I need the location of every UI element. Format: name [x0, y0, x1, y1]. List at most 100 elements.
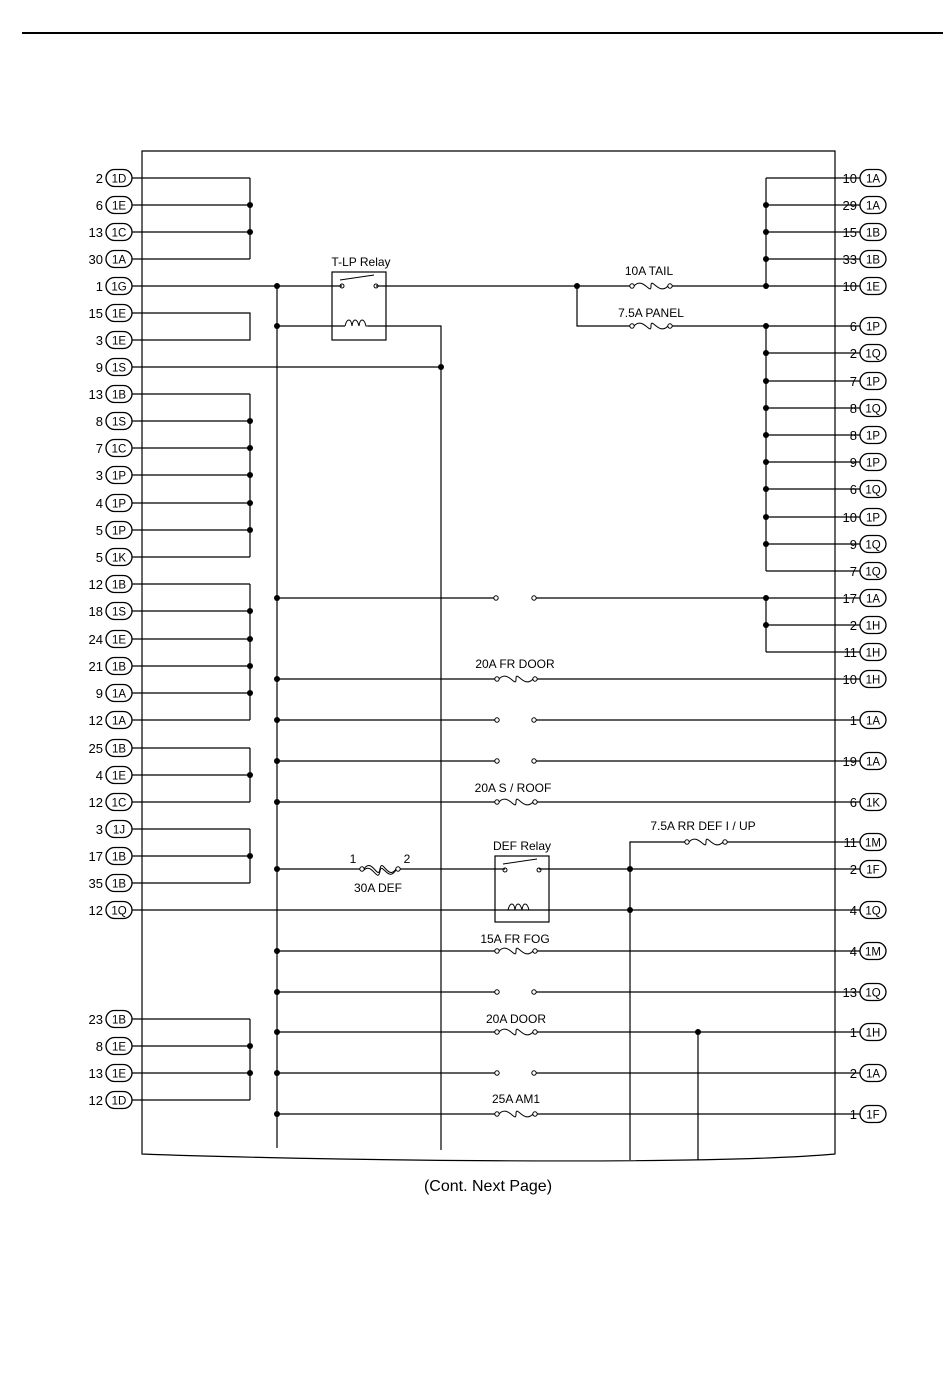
connector-oval — [859, 222, 887, 242]
pin-number: 19 — [843, 754, 857, 769]
connector-id: 1B — [112, 879, 126, 891]
connector-id: 1Q — [111, 906, 126, 918]
fuse-tail-icon — [629, 282, 673, 290]
connector-id: 1K — [866, 798, 880, 810]
connector-id: 1B — [112, 390, 126, 402]
fuse-def-pin1: 1 — [350, 852, 357, 866]
pin-number: 1 — [96, 279, 103, 294]
connector-id: 1S — [112, 417, 126, 429]
connector-id: 1H — [866, 1028, 881, 1040]
connector-oval — [859, 1022, 887, 1042]
connector-id: 1Q — [865, 906, 880, 918]
connector-oval — [105, 683, 133, 703]
pin-number: 24 — [89, 632, 103, 647]
pin-number: 17 — [89, 849, 103, 864]
connector-id: 1H — [866, 621, 881, 633]
fuse-rr-def-icon — [684, 838, 728, 846]
connector-oval — [859, 316, 887, 336]
pin-number: 9 — [850, 455, 857, 470]
right-connector-10: 9 1P — [850, 452, 887, 472]
tlp-relay-coil-icon — [344, 319, 368, 327]
connector-oval — [105, 195, 133, 215]
connector-id: 1A — [866, 1069, 880, 1081]
connector-id: 1E — [866, 282, 880, 294]
connector-id: 1C — [112, 798, 127, 810]
open-slot-icon — [494, 1070, 537, 1076]
connector-id: 1E — [112, 309, 126, 321]
open-slot-icon — [494, 989, 537, 995]
connector-id: 1H — [866, 675, 881, 687]
pin-number: 6 — [96, 198, 103, 213]
connector-id: 1A — [866, 594, 880, 606]
pin-number: 10 — [843, 279, 857, 294]
right-connector-28: 2 1A — [850, 1063, 887, 1083]
connector-oval — [105, 792, 133, 812]
pin-number: 12 — [89, 795, 103, 810]
connector-id: 1F — [866, 1110, 879, 1122]
connector-id: 1E — [112, 1042, 126, 1054]
connector-oval — [859, 534, 887, 554]
wiring — [132, 177, 860, 1160]
fuse-label-def: 30A DEF — [354, 881, 402, 895]
pin-number: 5 — [96, 523, 103, 538]
open-slot-icon — [493, 595, 537, 601]
connector-id: 1E — [112, 1069, 126, 1081]
pin-number: 9 — [96, 360, 103, 375]
pin-number: 33 — [843, 252, 857, 267]
pin-number: 7 — [96, 441, 103, 456]
connector-oval — [859, 195, 887, 215]
connector-oval — [105, 656, 133, 676]
pin-number: 21 — [89, 659, 103, 674]
pin-number: 13 — [843, 985, 857, 1000]
pin-number: 1 — [850, 1107, 857, 1122]
junction-dots — [247, 202, 769, 1117]
open-slot-icon — [494, 717, 537, 723]
connector-oval — [105, 601, 133, 621]
connector-id: 1B — [866, 255, 880, 267]
connector-oval — [859, 398, 887, 418]
connector-id: 1E — [112, 771, 126, 783]
connector-oval — [105, 168, 133, 188]
connector-oval — [859, 343, 887, 363]
connector-id: 1P — [866, 431, 880, 443]
connector-oval — [105, 303, 133, 323]
fuse-label-panel: 7.5A PANEL — [618, 306, 684, 320]
connector-oval — [859, 507, 887, 527]
fuse-def-pin2: 2 — [404, 852, 411, 866]
pin-number: 8 — [96, 1039, 103, 1054]
connector-id: 1A — [866, 201, 880, 213]
fuse-label-tail: 10A TAIL — [625, 264, 674, 278]
connector-oval — [859, 751, 887, 771]
connector-oval — [105, 547, 133, 567]
connector-id: 1E — [112, 336, 126, 348]
connector-oval — [105, 574, 133, 594]
def-relay-label: DEF Relay — [493, 839, 551, 853]
connector-id: 1Q — [865, 485, 880, 497]
pin-number: 4 — [96, 496, 103, 511]
pin-number: 2 — [850, 1066, 857, 1081]
connector-id: 1F — [866, 865, 879, 877]
fuse-label-rr-def: 7.5A RR DEF I / UP — [650, 819, 755, 833]
connector-id: 1P — [866, 458, 880, 470]
connector-id: 1P — [112, 499, 126, 511]
